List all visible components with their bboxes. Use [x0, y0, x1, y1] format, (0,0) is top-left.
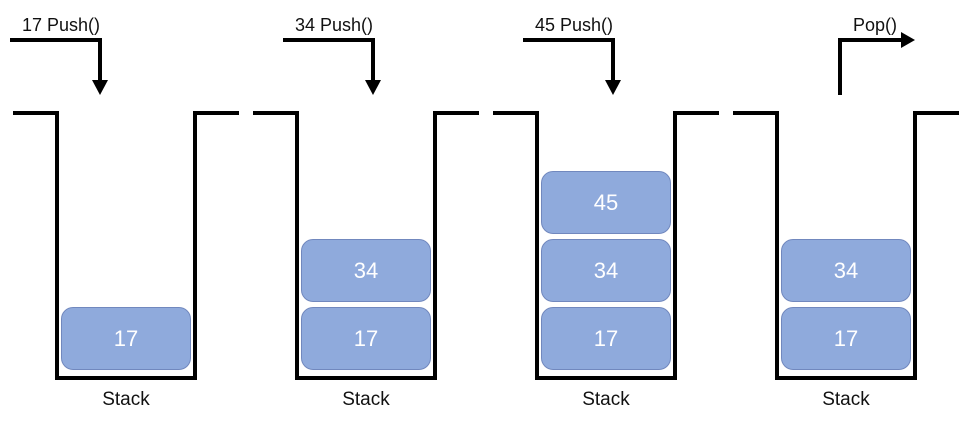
- stack-block-17: 17: [301, 307, 431, 370]
- stack-block-34: 34: [301, 239, 431, 302]
- arrow-line: [838, 38, 901, 95]
- stack-container: 34 17: [253, 111, 479, 380]
- stack-block-value: 17: [593, 325, 619, 351]
- stack-caption: Stack: [102, 389, 150, 410]
- stack-container: 45 34 17: [493, 111, 719, 380]
- operation-label: Pop(): [853, 15, 897, 35]
- panel-push-34: 34 Push() 34 17 Stack: [240, 0, 480, 425]
- stack-block-17: 17: [61, 307, 191, 370]
- stack-block-17: 17: [781, 307, 911, 370]
- stack-block-value: 34: [833, 257, 859, 283]
- arrow-head-icon: [605, 80, 621, 95]
- stack-caption: Stack: [342, 389, 390, 410]
- stack-block-value: 45: [593, 189, 619, 215]
- arrow-head-icon: [92, 80, 108, 95]
- arrow-line: [283, 38, 375, 81]
- stack-block-34: 34: [781, 239, 911, 302]
- push-down-arrow: 45 Push(): [523, 15, 621, 95]
- operation-label: 34 Push(): [295, 15, 373, 35]
- stack-block-value: 17: [353, 325, 379, 351]
- stack-block-value: 34: [353, 257, 379, 283]
- arrow-line: [10, 38, 102, 81]
- stack-caption: Stack: [582, 389, 630, 410]
- stack-container: 17: [13, 111, 239, 380]
- pop-up-right-arrow: Pop(): [838, 15, 915, 95]
- stack-block-value: 17: [113, 325, 139, 351]
- operation-label: 17 Push(): [22, 15, 100, 35]
- panel-push-17: 17 Push() 17 Stack: [0, 0, 240, 425]
- stack-caption: Stack: [822, 389, 870, 410]
- panel-pop: Pop() 34 17 Stack: [720, 0, 960, 425]
- panel-push-45: 45 Push() 45 34 17 Stack: [480, 0, 720, 425]
- stack-block-value: 34: [593, 257, 619, 283]
- stack-block-34: 34: [541, 239, 671, 302]
- stack-container: 34 17: [733, 111, 959, 380]
- push-down-arrow: 34 Push(): [283, 15, 381, 95]
- arrow-head-icon: [365, 80, 381, 95]
- operation-label: 45 Push(): [535, 15, 613, 35]
- arrow-head-icon: [901, 32, 915, 48]
- stack-block-45: 45: [541, 171, 671, 234]
- arrow-line: [523, 38, 615, 81]
- push-down-arrow: 17 Push(): [10, 15, 108, 95]
- stack-block-17: 17: [541, 307, 671, 370]
- stack-block-value: 17: [833, 325, 859, 351]
